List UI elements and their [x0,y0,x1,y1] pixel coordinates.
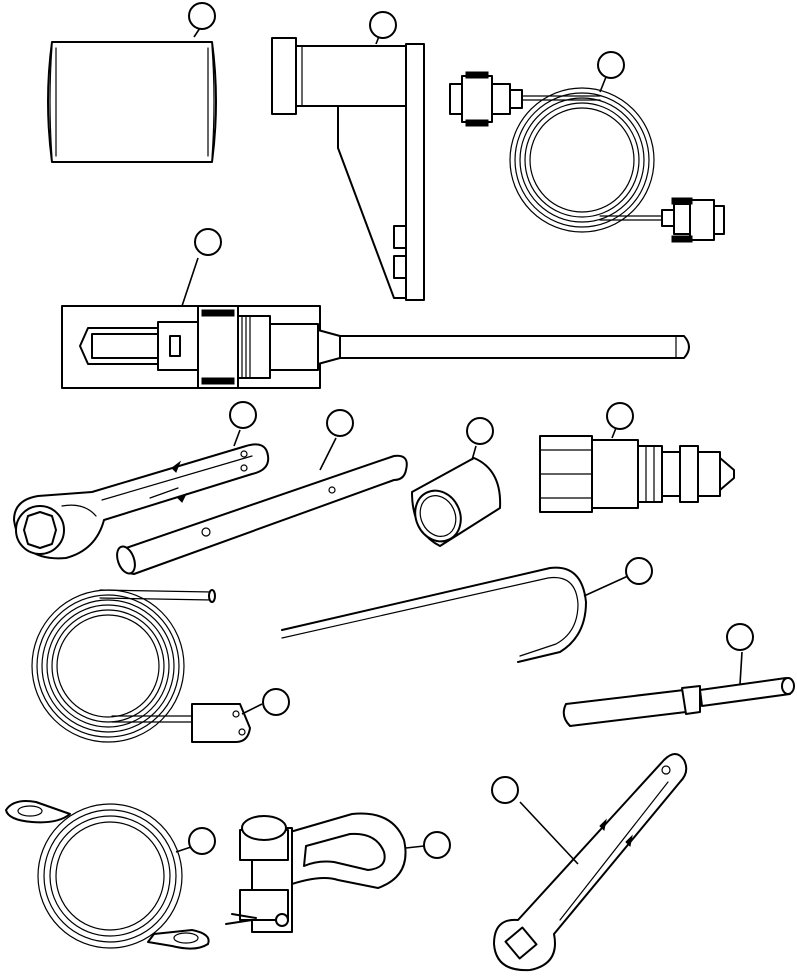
bent-rod-part [281,566,587,663]
callout-bubble [726,623,754,651]
shackle-part [225,812,407,933]
leader-line [471,445,477,461]
leader-line [233,429,241,447]
callout-bubble [423,831,451,859]
leader-line [319,437,337,471]
quick-coupler-part [539,435,735,513]
bushing-part [411,457,502,547]
callout-bubble [369,11,397,39]
leader-line [583,575,629,597]
leader-line [181,257,199,307]
callout-bubble [625,557,653,585]
wire-loop-part [5,800,210,950]
callout-bubble [262,688,290,716]
callout-bubble [491,776,519,804]
callout-bubble [597,51,625,79]
leader-line [739,651,743,685]
leader-line [519,801,579,865]
coiled-wire-part [31,589,251,743]
box-wrench-part [13,443,270,560]
leader-line [611,427,617,439]
serial-cable-part [449,71,725,243]
leader-line [405,845,425,849]
callout-bubble [466,417,494,445]
callout-bubble [188,2,216,30]
callout-bubble [326,409,354,437]
sleeve-cylinder-part [47,41,217,163]
mounting-bracket-part [271,37,425,301]
callout-bubble [606,402,634,430]
spanner-wrench-part [493,753,688,972]
callout-bubble [229,401,257,429]
leader-line [241,703,263,715]
leader-line [599,76,607,93]
probe-pin-part [562,677,795,727]
puller-tool-part [61,305,690,389]
callout-bubble [188,827,216,855]
callout-bubble [194,228,222,256]
drilled-tube-part [116,454,408,575]
